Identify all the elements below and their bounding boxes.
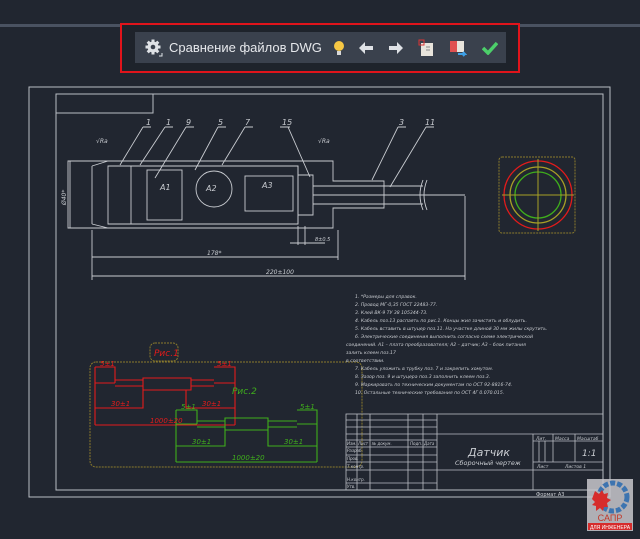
- label-a2: A2: [205, 184, 217, 193]
- note-line: 3. Клей ВК-9 ТУ 38 105344-73.: [355, 310, 428, 316]
- note-line: 9. Маркировать по техническим документам…: [355, 382, 512, 388]
- toolbar-title: Сравнение файлов DWG: [169, 40, 322, 55]
- arrow-right-icon[interactable]: [382, 32, 409, 63]
- logo-subtext: ДЛЯ ИНЖЕНЕРА: [590, 525, 631, 531]
- note-line: соединений. А1 – плата преобразователя; …: [346, 342, 526, 348]
- note-line: 10. Остальные технические требования по …: [355, 390, 504, 396]
- tb-col: № докум.: [371, 441, 392, 446]
- logo-text: САПР: [598, 513, 623, 523]
- fig1-dim-2: 30±1: [111, 400, 130, 408]
- fig1-label: Рис.1: [154, 349, 179, 359]
- cable-diagrams: [89, 342, 363, 468]
- mass-header: Масса: [555, 436, 570, 442]
- callout-1: 1: [146, 118, 151, 127]
- fig1-dim-1: 5±1: [217, 360, 232, 368]
- tb-role: Утв.: [347, 484, 355, 489]
- component-a1-box: [146, 169, 183, 221]
- dim-diameter: Ø40*: [61, 190, 68, 206]
- callout-1b: 1: [166, 118, 171, 127]
- sheet-outer-frame: [28, 86, 611, 498]
- checkmark-icon[interactable]: [473, 32, 506, 63]
- snapshot-icon[interactable]: [409, 32, 442, 63]
- fig2-dim-4: 1000±20: [232, 454, 265, 462]
- tb-role: Т.контр.: [347, 464, 364, 469]
- note-line: 4. Кабель поз.13 распаять по рис.1. Конц…: [355, 318, 527, 324]
- tb-col: Лист: [357, 441, 369, 446]
- sheet-format: Формат А3: [536, 492, 564, 498]
- scale-header: Масштаб: [577, 436, 599, 442]
- note-line: 8. Зазор поз. 9 и штуцера поз.3 заполнит…: [355, 374, 490, 380]
- tb-col: Подп.: [410, 441, 422, 446]
- top-stamp-box: [55, 93, 154, 114]
- note-line: в соответствии.: [346, 359, 385, 364]
- fig2-dim-2: 30±1: [192, 438, 211, 446]
- sensor-assembly: [67, 126, 466, 280]
- fig1-dim-4: 1000±20: [150, 417, 183, 425]
- tb-role: Пров.: [347, 456, 359, 461]
- fig2-label: Рис.2: [232, 387, 257, 397]
- title-block: [345, 413, 604, 491]
- drawing-subtitle: Сборочный чертеж: [455, 459, 521, 467]
- arrow-left-icon[interactable]: [349, 32, 382, 63]
- dwg-compare-toolbar: Сравнение файлов DWG: [135, 32, 506, 63]
- fig2-dim-1: 5±1: [300, 403, 315, 411]
- roughness-right: √Ra: [318, 138, 330, 145]
- component-a3-box: [244, 175, 294, 212]
- label-a3: A3: [261, 181, 273, 190]
- callout-9: 9: [186, 118, 191, 127]
- tb-role: Н.контр.: [347, 477, 365, 482]
- tb-col: Дата: [423, 441, 435, 446]
- note-line: 6. Электрические соединения выполнить со…: [355, 334, 533, 340]
- fig1-dim-3: 30±1: [202, 400, 221, 408]
- callout-5: 5: [218, 118, 223, 127]
- dim-small: 8±0.5: [315, 237, 330, 243]
- fig1-dim-0: 5±1: [100, 360, 115, 368]
- fig2-dim-0: 5±1: [181, 403, 196, 411]
- sapr-watermark-logo: САПР ДЛЯ ИНЖЕНЕРА: [587, 479, 633, 531]
- note-line: 7. Кабель уложить в трубку поз. 7 и закр…: [355, 366, 493, 372]
- compare-files-icon[interactable]: [442, 32, 473, 63]
- note-line: 2. Провод МГ-0,35 ГОСТ 22483-77.: [355, 302, 437, 308]
- callout-7: 7: [245, 118, 251, 127]
- component-a2-circle: [195, 170, 233, 208]
- callout-11: 11: [425, 118, 435, 127]
- roughness-left: √Ra: [96, 138, 108, 145]
- note-line: залить клеем поз.17: [346, 350, 396, 356]
- dim-overall: 220±100: [266, 269, 294, 276]
- label-a1: A1: [159, 183, 171, 192]
- callout-3: 3: [399, 118, 404, 127]
- note-line: 5. Кабель вставить в штуцер поз.11. На у…: [355, 326, 547, 332]
- drawing-name: Датчик: [467, 446, 510, 459]
- scale-value: 1:1: [582, 449, 596, 459]
- sheets-label: Листов 1: [564, 464, 586, 470]
- tb-col: Изм.: [347, 441, 356, 446]
- technical-notes: 1. *Размеры для справок. 2. Провод МГ-0,…: [346, 294, 547, 396]
- gear-icon[interactable]: [145, 32, 163, 63]
- callout-15: 15: [282, 118, 292, 127]
- note-line: 1. *Размеры для справок.: [355, 294, 417, 300]
- sheet-label: Лист: [536, 464, 549, 470]
- lit-header: Лит.: [535, 436, 546, 442]
- fig2-dim-3: 30±1: [284, 438, 303, 446]
- tb-role: Разраб.: [347, 448, 363, 453]
- lightbulb-icon[interactable]: [328, 32, 349, 63]
- sheet-inner-frame: [55, 93, 604, 491]
- end-view: [498, 156, 576, 234]
- dim-length: 178*: [207, 250, 221, 257]
